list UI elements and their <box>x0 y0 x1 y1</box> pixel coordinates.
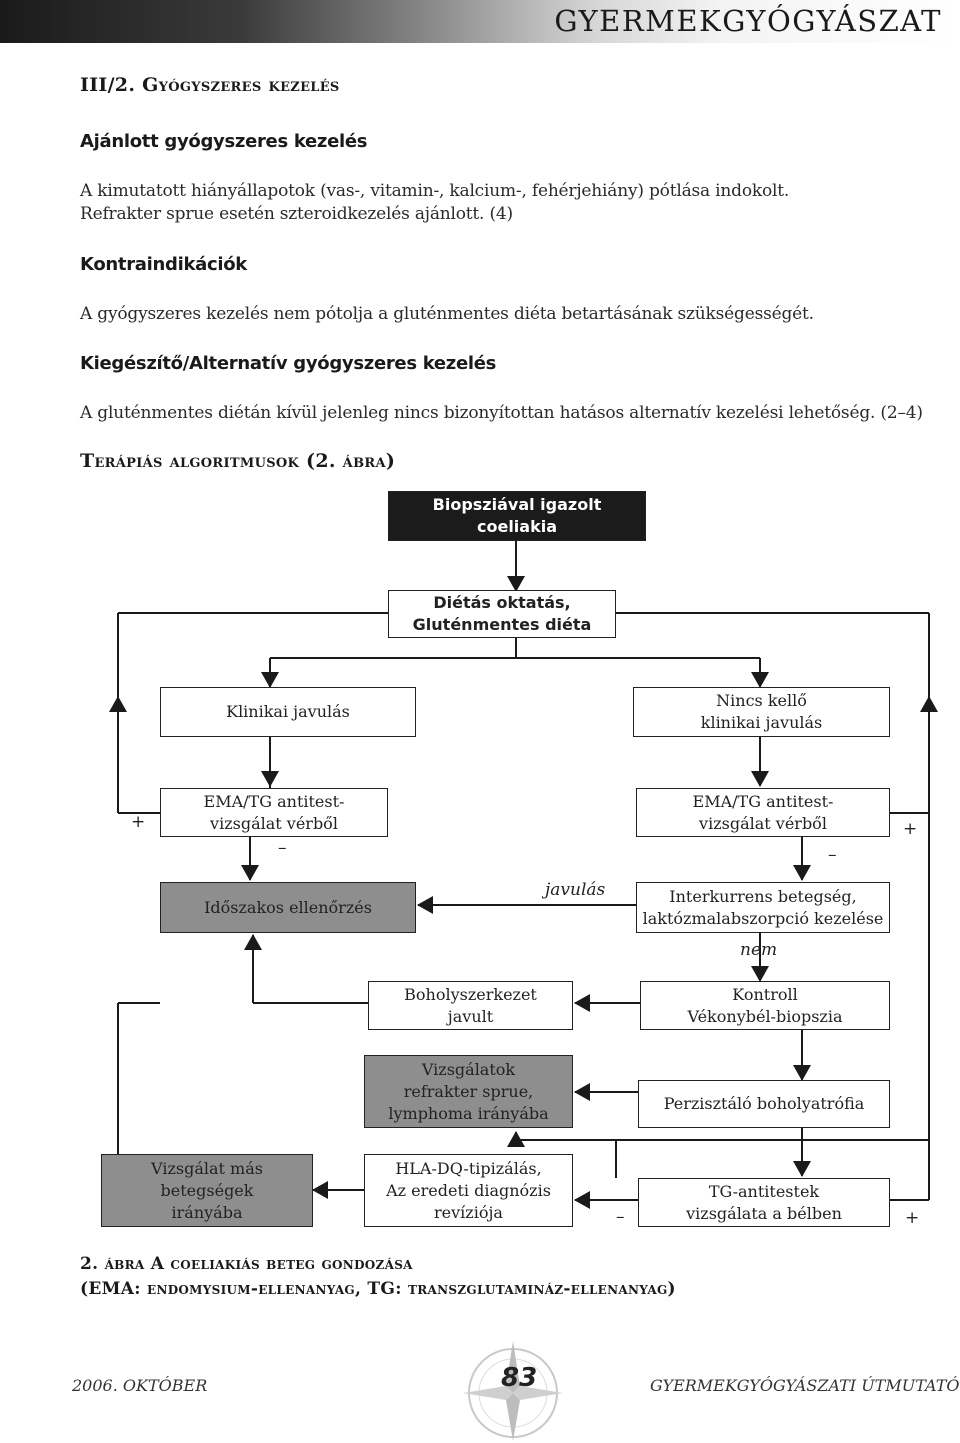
persistent-atrophy-box: Perzisztáló boholyatrófia <box>638 1080 890 1128</box>
compass-rose-icon <box>463 1341 563 1441</box>
alternative-text: A gluténmentes diétán kívül jelenleg nin… <box>80 403 923 423</box>
hla-typing-box: HLA-DQ-tipizálás, Az eredeti diagnózis r… <box>364 1154 573 1227</box>
periodic-check-box: Időszakos ellenőrzés <box>160 882 416 933</box>
start-label: Biopsziával igazolt coeliakia <box>432 495 602 536</box>
recommended-text-line1: A kimutatott hiányállapotok (vas-, vitam… <box>80 181 790 201</box>
page-number: 83 <box>501 1363 538 1393</box>
minus-label-left: – <box>278 838 287 858</box>
ema-test-left-box: EMA/TG antitest- vizsgálat vérből <box>160 788 388 837</box>
minus-label-tg: – <box>616 1207 625 1227</box>
minus-label-right: – <box>828 845 837 865</box>
clinical-improvement-label: Klinikai javulás <box>226 702 350 721</box>
control-biopsy-box: Kontroll Vékonybél-biopszia <box>640 981 890 1030</box>
diet-label: Diétás oktatás, Gluténmentes diéta <box>412 593 592 634</box>
ema-test-right-label: EMA/TG antitest- vizsgálat vérből <box>692 791 834 833</box>
header-bar <box>0 0 960 43</box>
ema-test-left-label: EMA/TG antitest- vizsgálat vérből <box>203 791 345 833</box>
refractory-label: Vizsgálatok refrakter sprue, lymphoma ir… <box>388 1059 549 1123</box>
intercurrent-box: Interkurrens betegség, laktózmalabszorpc… <box>636 882 890 933</box>
hla-typing-label: HLA-DQ-tipizálás, Az eredeti diagnózis r… <box>386 1158 551 1222</box>
no-improvement-label: Nincs kellő klinikai javulás <box>700 691 823 732</box>
recommended-text-line2: Refrakter sprue esetén szteroidkezelés a… <box>80 204 513 224</box>
refractory-box: Vizsgálatok refrakter sprue, lymphoma ir… <box>364 1055 573 1128</box>
diet-box: Diétás oktatás, Gluténmentes diéta <box>388 590 616 638</box>
figure-caption-line2: (EMA: endomysium-ellenanyag, TG: transzg… <box>80 1279 676 1299</box>
persistent-atrophy-label: Perzisztáló boholyatrófia <box>663 1094 865 1113</box>
villi-improved-label: Boholyszerkezet javult <box>404 984 537 1026</box>
tg-gut-label: TG-antitestek vizsgálata a bélben <box>686 1181 842 1223</box>
no-improvement-box: Nincs kellő klinikai javulás <box>633 687 890 737</box>
plus-label-right: + <box>903 819 918 839</box>
no-label: nem <box>740 940 778 960</box>
plus-label-left: + <box>131 812 146 832</box>
start-box: Biopsziával igazolt coeliakia <box>388 491 646 541</box>
ema-test-right-box: EMA/TG antitest- vizsgálat vérből <box>636 788 890 837</box>
algorithm-heading: Terápiás algoritmusok (2. ábra) <box>80 450 396 472</box>
footer-guide-title: GYERMEKGYÓGYÁSZATI ÚTMUTATÓ <box>650 1376 960 1395</box>
journal-title: GYERMEKGYÓGYÁSZAT <box>554 4 942 38</box>
intercurrent-label: Interkurrens betegség, laktózmalabszorpc… <box>642 886 884 928</box>
footer-date: 2006. OKTÓBER <box>72 1376 208 1395</box>
other-disease-label: Vizsgálat más betegségek irányába <box>151 1158 263 1222</box>
other-disease-box: Vizsgálat más betegségek irányába <box>101 1154 313 1227</box>
clinical-improvement-box: Klinikai javulás <box>160 687 416 737</box>
plus-label-tg: + <box>905 1208 920 1228</box>
contraindications-text: A gyógyszeres kezelés nem pótolja a glut… <box>80 304 814 324</box>
section-title: III/2. Gyógyszeres kezelés <box>80 74 340 96</box>
tg-gut-box: TG-antitestek vizsgálata a bélben <box>638 1178 890 1227</box>
contraindications-heading: Kontraindikációk <box>80 254 247 275</box>
alternative-heading: Kiegészítő/Alternatív gyógyszeres kezelé… <box>80 353 497 374</box>
control-biopsy-label: Kontroll Vékonybél-biopszia <box>687 984 843 1026</box>
improvement-label: javulás <box>545 880 606 900</box>
figure-caption-line1: 2. ábra A coeliakiás beteg gondozása <box>80 1254 413 1274</box>
recommended-heading: Ajánlott gyógyszeres kezelés <box>80 131 368 152</box>
periodic-check-label: Időszakos ellenőrzés <box>204 897 372 917</box>
villi-improved-box: Boholyszerkezet javult <box>368 981 573 1030</box>
